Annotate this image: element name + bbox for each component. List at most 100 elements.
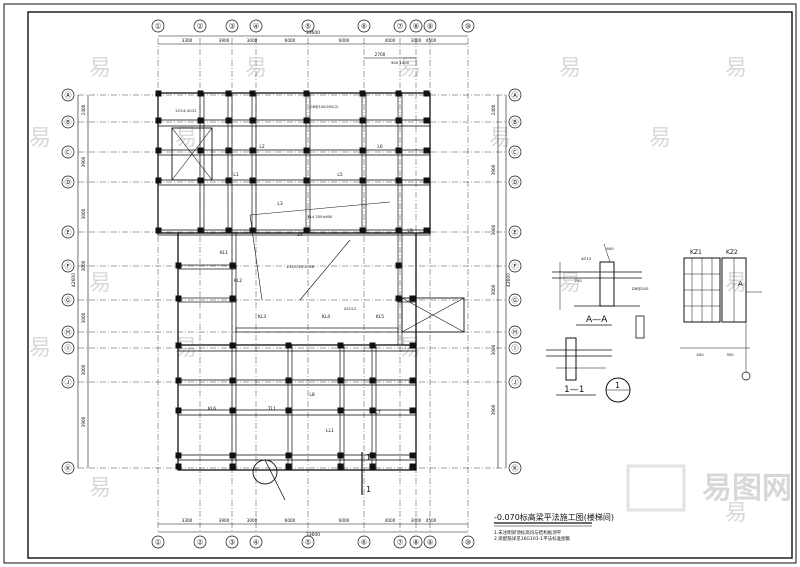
column [285,452,292,459]
section-11-title: 1—1 [564,385,584,395]
axis-bubble-top [193,19,207,33]
column [423,147,430,154]
column [369,342,376,349]
column [249,177,256,184]
axis-bubble-top [301,19,315,33]
dim-top-segment: 6000 [339,38,350,43]
dim-top-segment: 4000 [385,38,396,43]
column [229,342,236,349]
axis-label-left: Ⓓ [65,179,72,187]
axis-label-bottom: ④ [253,539,259,547]
column [155,90,162,97]
beam-label: KL2 [234,278,242,284]
column [395,177,402,184]
beam-label: KL6 [208,406,216,412]
dim-bottom-total: 33600 [306,532,320,538]
column [395,262,402,269]
detail-index-number: 1 [615,381,620,390]
beam-label: L4 [297,232,303,238]
column [197,177,204,184]
dim-stair-small: 900 1500 [391,60,410,65]
dim-top-segment: 3000 [247,38,258,43]
detail-dimension: 600 [606,246,614,251]
axis-label-left: Ⓔ [65,229,72,237]
column [155,177,162,184]
axis-label-right: Ⓕ [512,263,519,271]
column-details [635,257,762,381]
dim-right-segment: 2400 [491,104,496,115]
column [359,177,366,184]
watermark-glyph: 易 [89,56,111,81]
beam-label: L7 [375,410,381,416]
column [409,377,416,384]
column [197,90,204,97]
axis-label-right: Ⓒ [512,149,519,157]
section-11-detail [546,337,612,381]
axis-label-left: Ⓙ [65,379,72,387]
column [369,452,376,459]
axis-label-left: Ⓘ [65,345,72,353]
axis-bubble-right [508,115,522,129]
kz2-label: KZ2 [726,249,738,256]
dim-left-segment: 3000 [81,260,86,271]
axis-bubble-right [508,175,522,189]
watermark-glyph: 易 [175,336,197,361]
dim-bottom-segment: 3300 [182,518,193,523]
column [225,227,232,234]
axis-label-left: Ⓐ [65,92,72,100]
column [409,452,416,459]
axis-label-bottom: ⑥ [361,539,367,547]
stair2-x-2 [401,297,465,333]
axis-bubble-left [61,145,75,159]
column [423,117,430,124]
watermark-glyph: 易 [649,126,671,151]
dim-right-segment: 3900 [491,404,496,415]
dim-right-segment: 3000 [491,284,496,295]
column [155,227,162,234]
leader-3 [299,239,351,301]
axis-label-bottom: ② [197,539,203,547]
axis-label-right: Ⓑ [512,119,519,127]
axis-bubble-bottom [409,535,423,549]
column [229,407,236,414]
watermark-glyph: 易 [399,56,421,81]
kz-small-bar [635,315,645,339]
wing-beam-west [231,232,237,346]
column [225,117,232,124]
section-aa-detail [552,243,642,310]
beam-callout: KL4 250×600 [308,215,333,219]
section-cut-circle [252,459,278,485]
axis-bubble-bottom [357,535,371,549]
sheet-inner-border [27,11,793,559]
axis-bubble-left [61,461,75,475]
column [423,177,430,184]
beam-label: KL1 [220,250,228,256]
axis-label-top: ① [155,23,161,31]
axis-label-top: ⑧ [413,23,419,31]
beam-v-2 [227,92,233,234]
beam-label: L5 [337,172,343,178]
kz1-label: KZ1 [690,249,702,256]
beam-label: L2 [259,144,265,150]
axis-bubble-bottom [301,535,315,549]
plan-section-mark-1a: 1 [366,453,371,462]
aa-leader [603,243,611,263]
column [229,262,236,269]
column [395,227,402,234]
watermark-glyph: 易 [89,271,111,296]
column [303,90,310,97]
column [229,377,236,384]
beam-v-3 [251,92,257,234]
axis-bubble-bottom [151,535,165,549]
beam-label: LL1 [326,428,334,434]
axis-label-left: Ⓗ [65,329,72,337]
section-mark-a: A [738,280,743,288]
axis-label-top: ③ [229,23,235,31]
axis-label-top: ⑨ [427,23,433,31]
wing-beam-h-3 [235,327,399,333]
column [359,227,366,234]
axis-bubble-right [508,259,522,273]
column [337,407,344,414]
dim-top-segment: 3000 [411,38,422,43]
axis-bubble-right [508,375,522,389]
